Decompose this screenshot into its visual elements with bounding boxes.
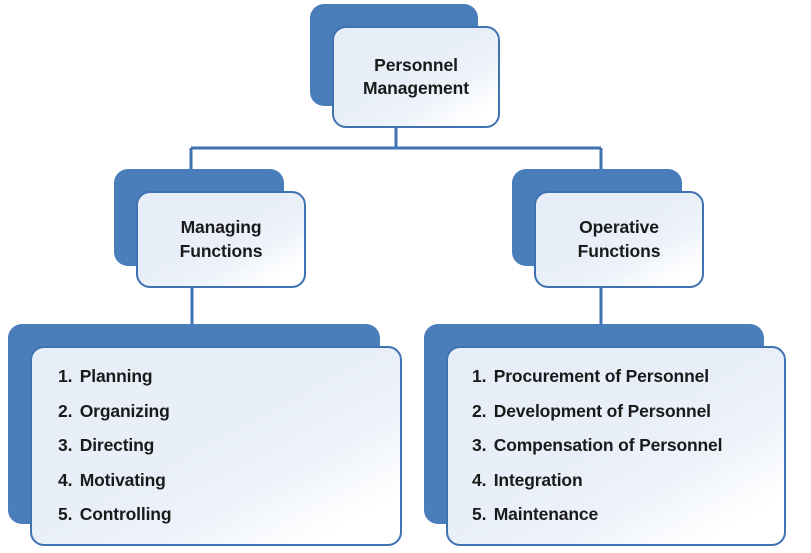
node-label: Managing Functions <box>179 217 263 261</box>
node-card: Personnel Management <box>332 26 500 128</box>
list-item-label: Development of Personnel <box>493 400 711 421</box>
node-label: Personnel Management <box>363 54 469 98</box>
node-card: Operative Functions <box>534 191 704 288</box>
list-item-number: 3. <box>472 435 487 456</box>
list-item-number: 2. <box>472 400 487 421</box>
list-item-label: Directing <box>79 435 155 456</box>
list-item-label: Procurement of Personnel <box>493 366 709 387</box>
node-label: Operative Functions <box>577 217 661 261</box>
list-item-number: 5. <box>472 504 487 525</box>
operative-functions-items: 1. Procurement of Personnel 2. Developme… <box>472 360 784 533</box>
node-operative-functions[interactable]: Operative Functions <box>512 169 704 288</box>
list-item-number: 2. <box>58 400 73 421</box>
managing-functions-items: 1. Planning 2. Organizing 3. Directing 4… <box>58 360 400 533</box>
list-item: 4. Integration <box>472 463 784 498</box>
node-managing-functions[interactable]: Managing Functions <box>114 169 306 288</box>
node-managing-functions-list[interactable]: 1. Planning 2. Organizing 3. Directing 4… <box>8 324 402 546</box>
list-item-label: Planning <box>79 366 153 387</box>
list-item: 1. Planning <box>58 360 400 395</box>
list-item-label: Integration <box>493 469 583 490</box>
list-item: 1. Procurement of Personnel <box>472 360 784 395</box>
list-item-number: 3. <box>58 435 73 456</box>
list-item-label: Compensation of Personnel <box>493 435 723 456</box>
list-item: 4. Motivating <box>58 463 400 498</box>
list-item: 2. Organizing <box>58 394 400 429</box>
list-item: 3. Directing <box>58 429 400 464</box>
list-item-number: 1. <box>472 366 487 387</box>
list-item-label: Organizing <box>79 400 170 421</box>
list-item: 5. Controlling <box>58 498 400 533</box>
node-card: 1. Procurement of Personnel 2. Developme… <box>446 346 786 546</box>
list-item-number: 4. <box>58 469 73 490</box>
node-card: 1. Planning 2. Organizing 3. Directing 4… <box>30 346 402 546</box>
list-item-number: 4. <box>472 469 487 490</box>
node-operative-functions-list[interactable]: 1. Procurement of Personnel 2. Developme… <box>424 324 786 546</box>
list-item-label: Motivating <box>79 469 166 490</box>
node-card: Managing Functions <box>136 191 306 288</box>
list-item-number: 5. <box>58 504 73 525</box>
list-item-number: 1. <box>58 366 73 387</box>
node-personnel-management[interactable]: Personnel Management <box>310 4 500 128</box>
list-item: 5. Maintenance <box>472 498 784 533</box>
list-item: 2. Development of Personnel <box>472 394 784 429</box>
list-item: 3. Compensation of Personnel <box>472 429 784 464</box>
list-item-label: Controlling <box>79 504 172 525</box>
list-item-label: Maintenance <box>493 504 599 525</box>
